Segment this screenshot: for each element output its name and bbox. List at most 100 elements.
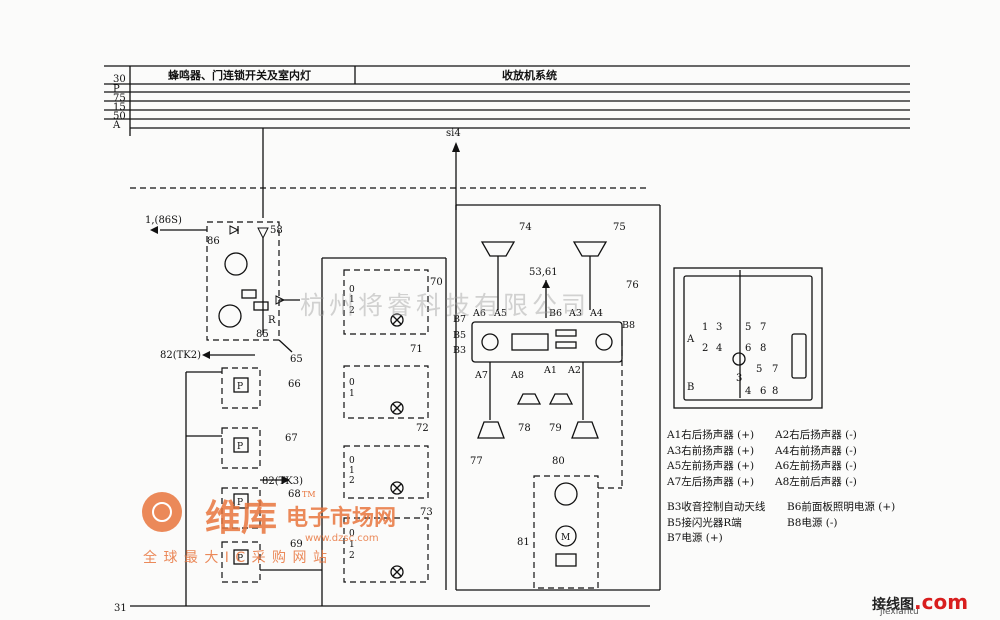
pin-number: 5 xyxy=(745,322,751,333)
bus-label: A xyxy=(112,120,121,131)
legend-entry: B6前面板照明电源 (+) xyxy=(787,501,896,513)
section-title-right: 收放机系统 xyxy=(502,68,557,82)
si4-label: si4 xyxy=(446,128,461,139)
logo-main-text: 维库 xyxy=(205,498,277,539)
connector-pinout: 1 3 5 7 2 4 6 8 3 5 7 4 6 8 A B xyxy=(673,267,823,409)
pin-label: A2 xyxy=(567,365,581,376)
header-bus: 30 P 75 15 50 A 蜂鸣器、门连锁开关及室内灯 收放机系统 xyxy=(104,65,910,136)
interior-lights: 0 1 2 70 0 1 71 0 1 2 72 0 1 2 73 xyxy=(321,257,447,606)
tk2-label: 82(TK2) xyxy=(160,350,201,361)
component-label: 68 xyxy=(288,489,301,500)
buzzer-relay-65: 1,(86S) 58 86 R 85 65 xyxy=(145,128,303,365)
legend-entry: B7电源 (+) xyxy=(667,532,723,544)
si4-branch: si4 xyxy=(446,128,461,210)
logo-url: www.dzsc.com xyxy=(305,533,379,544)
component-label: 78 xyxy=(518,423,531,434)
legend-entry: B5接闪光器R端 xyxy=(667,516,742,529)
legend-row: A3右前扬声器 (+)A4右前扬声器 (-) xyxy=(667,444,895,460)
pin-number: 4 xyxy=(716,343,722,354)
pin-number: 6 xyxy=(745,343,751,354)
svg-text:P: P xyxy=(237,382,243,392)
legend-entry: B8电源 (-) xyxy=(787,516,838,529)
section-title-left: 蜂鸣器、门连锁开关及室内灯 xyxy=(168,68,311,82)
pin-legend: A1右后扬声器 (+) A2右后扬声器 (-) A3右前扬声器 (+)A4右前扬声… xyxy=(667,428,895,547)
svg-text:P: P xyxy=(237,554,243,564)
switch-pos: 1 xyxy=(349,389,355,399)
bus-label: 30 xyxy=(113,74,126,85)
legend-entry: A2右后扬声器 (-) xyxy=(775,429,857,441)
pin-label: B7 xyxy=(453,314,466,325)
company-watermark-text: 杭州将睿科技有限公司 xyxy=(300,291,590,320)
pin-label: A5 xyxy=(493,308,507,319)
pin-number: 3 xyxy=(716,322,722,333)
legend-entry: A1右后扬声器 (+) xyxy=(667,429,755,441)
legend-row: A1右后扬声器 (+) A2右后扬声器 (-) xyxy=(667,428,895,444)
svg-text:P: P xyxy=(237,442,243,452)
pin-label: B8 xyxy=(622,320,635,331)
component-label: 74 xyxy=(519,222,532,233)
switch-pos: 0 xyxy=(349,378,355,388)
radio-system: 74 75 53,61 76 A6 A5 B6 A3 A4 B7 B5 B3 B… xyxy=(453,204,661,591)
pin-number: 7 xyxy=(772,364,778,375)
component-label: 73 xyxy=(420,507,433,518)
tk3-label: 82(TK3) xyxy=(262,476,303,487)
switch-pos: 0 xyxy=(349,285,355,295)
legend-row: A7左后扬声器 (+)A8左前后声器 (-) xyxy=(667,475,895,491)
legend-row: B5接闪光器R端 B8电源 (-) xyxy=(667,516,895,532)
component-label: 70 xyxy=(430,277,443,288)
pin-label: B5 xyxy=(453,330,466,341)
legend-entry: A4右前扬声器 (-) xyxy=(775,444,857,457)
component-label: 76 xyxy=(626,280,639,291)
component-label: 67 xyxy=(285,433,298,444)
switch-pos: 1 xyxy=(349,295,355,305)
logo-tagline: 全 球 最 大 I C 采 购 网 站 xyxy=(143,549,328,566)
bus-label: P xyxy=(113,84,120,95)
door-switches: P 66 P 67 P 68 82(TK3) P 69 xyxy=(185,367,322,606)
ref-86s-label: 1,(86S) xyxy=(145,215,182,226)
switch-pos: 2 xyxy=(349,476,355,486)
dzsc-logo: 维库 电子市场网 TM www.dzsc.com 全 球 最 大 I C 采 购… xyxy=(142,490,396,566)
logo-sub-text: 电子市场网 xyxy=(286,505,396,531)
pin-number: 8 xyxy=(772,386,778,397)
pin-label: A1 xyxy=(543,365,557,376)
pin-label: A7 xyxy=(474,370,488,381)
switch-pos: 2 xyxy=(349,306,355,316)
component-label: 75 xyxy=(613,222,626,233)
legend-entry: A6左前扬声器 (-) xyxy=(775,460,857,472)
pin-number: 1 xyxy=(702,322,708,333)
pin-label: A4 xyxy=(589,308,603,319)
pin-number: 3 xyxy=(736,373,742,384)
corner-watermark-com: .com xyxy=(914,590,969,614)
pin-label: A3 xyxy=(568,308,582,319)
connector-letter: A xyxy=(686,334,695,345)
pin-label: B6 xyxy=(549,308,562,319)
corner-watermark: 接线图.com xyxy=(872,590,968,614)
component-label: 71 xyxy=(410,344,423,355)
ground-bus: 31 xyxy=(114,603,650,614)
legend-row: B7电源 (+) xyxy=(667,531,895,547)
legend-entry: A5左前扬声器 (+) xyxy=(667,460,755,472)
component-label: 86 xyxy=(207,236,220,247)
component-label: 66 xyxy=(288,379,301,390)
pin-label: A6 xyxy=(472,308,486,319)
pin-number: 5 xyxy=(756,364,762,375)
legend-entry: A7左后扬声器 (+) xyxy=(667,475,755,488)
component-label: 80 xyxy=(552,456,565,467)
component-label: 69 xyxy=(290,539,303,550)
pin-label: B3 xyxy=(453,345,466,356)
component-label: 85 xyxy=(256,329,269,340)
pin-number: 7 xyxy=(760,322,766,333)
ground-label: 31 xyxy=(114,603,127,614)
legend-row: A5左前扬声器 (+) A6左前扬声器 (-) xyxy=(667,459,895,475)
pin-number: 6 xyxy=(760,386,766,397)
switch-pos: 0 xyxy=(349,456,355,466)
corner-watermark-url: jiexiantu xyxy=(880,607,919,617)
switch-pos: 0 xyxy=(349,529,355,539)
pin-number: 4 xyxy=(745,386,751,397)
pin-label: A8 xyxy=(510,370,524,381)
pin-number: 8 xyxy=(760,343,766,354)
pin-number: 2 xyxy=(702,343,708,354)
switch-pos: 1 xyxy=(349,540,355,550)
switch-pos: 2 xyxy=(349,551,355,561)
